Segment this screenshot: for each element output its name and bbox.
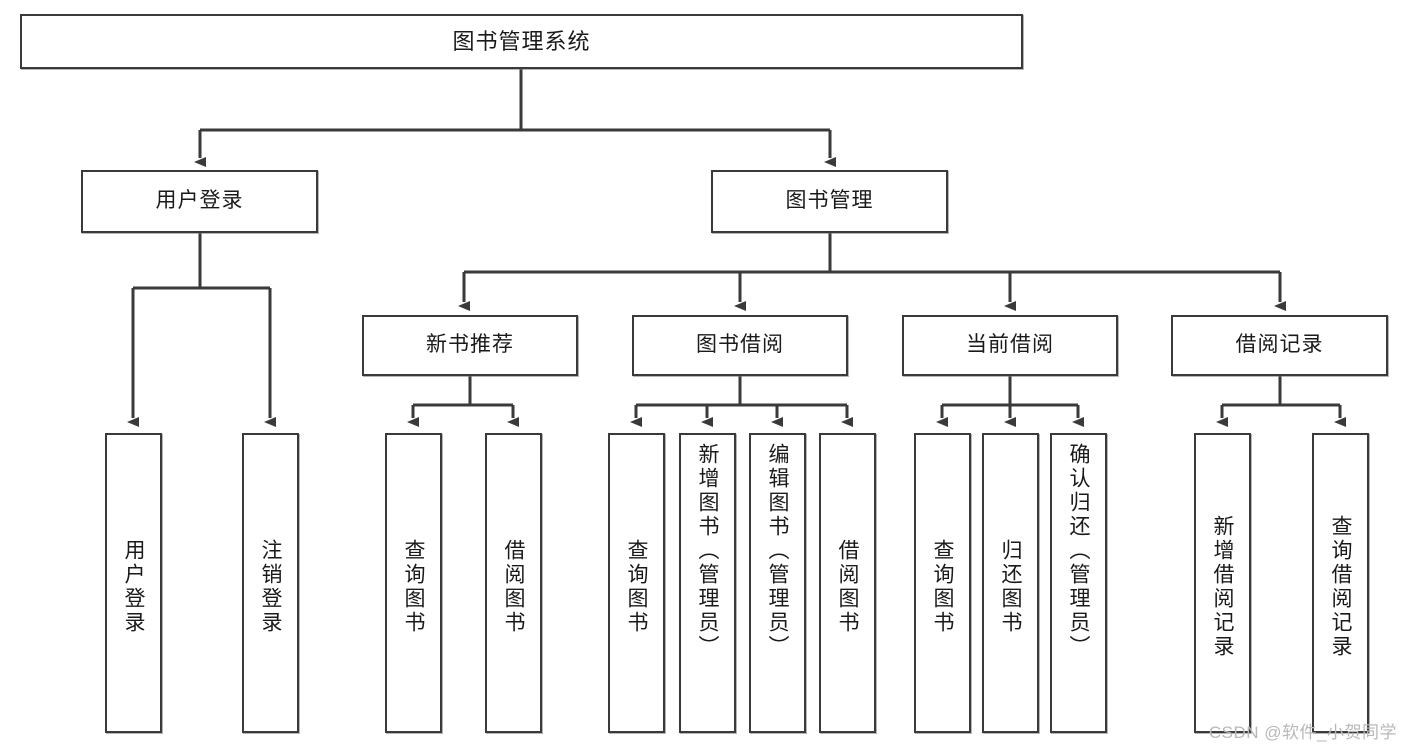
node-label: 图书借阅 (696, 333, 784, 357)
node-label: 用户登录 (155, 189, 244, 213)
node-label: 查询图书 (402, 539, 425, 635)
node-book-management[interactable]: 图书管理 (711, 170, 948, 233)
node-label: 新书推荐 (426, 333, 514, 357)
node-label: 借阅图书 (836, 539, 859, 635)
leaf-book-borrow-edit-book-admin[interactable]: 编辑图书（管理员） (749, 433, 806, 733)
node-label: 确认归还（管理员） (1067, 443, 1090, 659)
node-label: 编辑图书（管理员） (766, 443, 789, 659)
csdn-watermark: CSDN @软件_小贺同学 (1208, 723, 1397, 742)
leaf-borrow-record-add-record[interactable]: 新增借阅记录 (1194, 433, 1251, 733)
leaf-current-borrow-query-book[interactable]: 查询图书 (914, 433, 971, 733)
leaf-borrow-record-query-record[interactable]: 查询借阅记录 (1312, 433, 1369, 733)
node-label: 注销登录 (259, 539, 282, 635)
node-label: 借阅记录 (1235, 333, 1324, 357)
node-label: 查询图书 (625, 539, 648, 635)
node-current-borrow[interactable]: 当前借阅 (902, 315, 1118, 376)
node-user-login[interactable]: 用户登录 (81, 170, 318, 233)
node-label: 当前借阅 (966, 333, 1054, 357)
leaf-user-login-login[interactable]: 用户登录 (105, 433, 162, 733)
leaf-user-login-logout[interactable]: 注销登录 (242, 433, 299, 733)
node-label: 查询借阅记录 (1329, 515, 1352, 659)
leaf-book-borrow-borrow-book[interactable]: 借阅图书 (819, 433, 876, 733)
node-label: 新增借阅记录 (1211, 515, 1234, 659)
node-new-book-recommend[interactable]: 新书推荐 (362, 315, 578, 376)
leaf-book-borrow-query-book[interactable]: 查询图书 (608, 433, 665, 733)
leaf-book-borrow-add-book-admin[interactable]: 新增图书（管理员） (679, 433, 736, 733)
node-label: 归还图书 (999, 539, 1022, 635)
node-label: 图书管理系统 (452, 28, 591, 54)
node-label: 新增图书（管理员） (696, 443, 719, 659)
node-borrow-record[interactable]: 借阅记录 (1171, 315, 1388, 376)
leaf-current-borrow-confirm-return-admin[interactable]: 确认归还（管理员） (1050, 433, 1107, 733)
node-label: 用户登录 (122, 539, 145, 635)
node-label: 图书管理 (785, 189, 874, 213)
node-label: 查询图书 (931, 539, 954, 635)
node-label: 借阅图书 (502, 539, 525, 635)
leaf-new-book-borrow-book[interactable]: 借阅图书 (485, 433, 542, 733)
leaf-current-borrow-return-book[interactable]: 归还图书 (982, 433, 1039, 733)
node-root-system[interactable]: 图书管理系统 (20, 14, 1023, 69)
leaf-new-book-query-book[interactable]: 查询图书 (385, 433, 442, 733)
node-book-borrow[interactable]: 图书借阅 (632, 315, 848, 376)
